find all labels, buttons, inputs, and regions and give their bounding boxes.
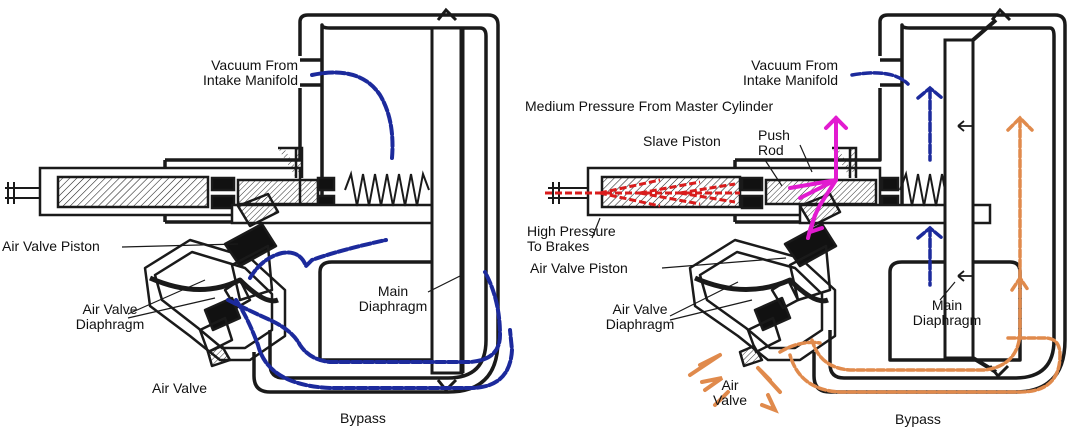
- right-atmosphere-flow: [778, 115, 1062, 394]
- right-push-rod-line2: Rod: [758, 142, 784, 158]
- left-fluid-inlet: [278, 146, 304, 178]
- right-air-inlet-arrows: [688, 353, 782, 414]
- left-air-valve-diaphragm-line2: Diaphragm: [75, 316, 145, 332]
- right-slave-piston-label: Slave Piston: [643, 133, 721, 149]
- right-vacuum-label: Vacuum From Intake Manifold: [700, 58, 838, 88]
- left-booster-diagram: [5, 7, 515, 394]
- right-air-valve-diaphragm-label: Air Valve Diaphragm: [580, 302, 700, 332]
- left-main-diaphragm-label: Main Diaphragm: [348, 284, 438, 314]
- right-booster-diagram: [545, 7, 1067, 414]
- right-high-pressure-line1: High Pressure: [527, 223, 616, 239]
- right-main-diaphragm-label: Main Diaphragm: [905, 298, 989, 328]
- right-air-valve-diaphragm-line2: Diaphragm: [605, 316, 675, 332]
- left-main-diaphragm-line2: Diaphragm: [358, 298, 428, 314]
- left-air-valve-diaphragm-label: Air Valve Diaphragm: [50, 302, 170, 332]
- right-high-pressure-label: High Pressure To Brakes: [527, 224, 616, 254]
- right-push-rod-line1: Push: [758, 127, 790, 143]
- left-main-diaphragm: [430, 7, 465, 393]
- left-vacuum-flow: [226, 70, 515, 390]
- right-medium-pressure-label: Medium Pressure From Master Cylinder: [525, 98, 774, 114]
- left-pushrod-tube: [38, 166, 434, 225]
- left-air-valve-diaphragm-line1: Air Valve: [82, 301, 138, 317]
- left-air-valve-piston-label: Air Valve Piston: [2, 238, 100, 254]
- right-medium-pressure-flow: [788, 115, 848, 240]
- left-return-spring: [344, 170, 430, 207]
- right-air-valve-assembly: [688, 192, 842, 368]
- right-vacuum-label-line1: Vacuum From: [751, 57, 838, 73]
- left-output-rod: [5, 182, 40, 204]
- right-vacuum-flow: [850, 71, 944, 287]
- right-high-pressure-flow: [545, 178, 740, 208]
- left-bypass-label: Bypass: [340, 410, 386, 426]
- right-diaphragm-arrows: [957, 120, 972, 282]
- right-push-rod-label: Push Rod: [758, 128, 790, 158]
- left-main-diaphragm-line1: Main: [377, 283, 409, 299]
- right-main-diaphragm-line2: Diaphragm: [912, 312, 982, 328]
- right-air-valve-diaphragm-line1: Air Valve: [612, 301, 668, 317]
- right-air-valve-piston-label: Air Valve Piston: [530, 260, 628, 276]
- right-vacuum-label-line2: Intake Manifold: [743, 72, 838, 88]
- right-main-diaphragm-line1: Main: [931, 297, 963, 313]
- right-air-valve-line1: Air: [721, 377, 739, 393]
- right-bypass-label: Bypass: [895, 411, 941, 427]
- left-vacuum-label-line2: Intake Manifold: [203, 72, 298, 88]
- left-vacuum-label: Vacuum From Intake Manifold: [160, 58, 298, 88]
- right-air-valve-label: Air Valve: [700, 378, 760, 408]
- left-vacuum-label-line1: Vacuum From: [211, 57, 298, 73]
- right-high-pressure-line2: To Brakes: [527, 238, 590, 254]
- right-air-valve-line2: Valve: [713, 392, 747, 408]
- left-air-valve-label: Air Valve: [152, 380, 207, 396]
